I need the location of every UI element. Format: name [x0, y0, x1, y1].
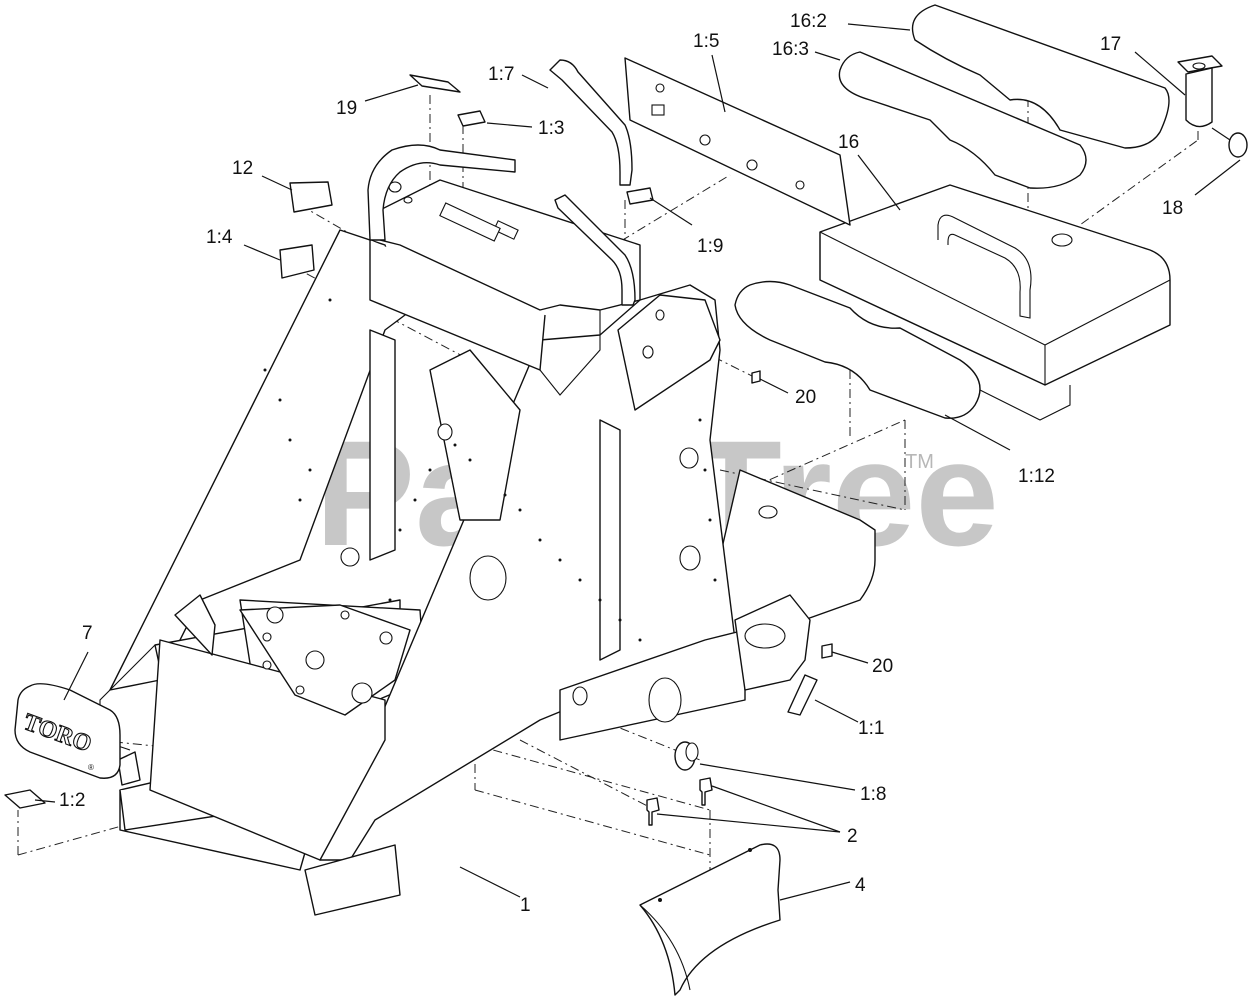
panel-1-5 — [624, 57, 851, 226]
callout-20b: 20 — [872, 656, 893, 677]
decal-12 — [289, 181, 333, 213]
decal-19 — [409, 74, 461, 93]
watermark-trademark: TM — [905, 451, 934, 473]
callout-18: 18 — [1162, 198, 1183, 219]
callout-1-12: 1:12 — [1018, 466, 1055, 487]
callout-4: 4 — [855, 875, 866, 896]
callout-1-5: 1:5 — [693, 31, 719, 52]
callout-1-3: 1:3 — [538, 118, 564, 139]
handle-1-7 — [367, 59, 636, 306]
callout-1-9: 1:9 — [697, 236, 723, 257]
callout-12: 12 — [232, 158, 253, 179]
callout-16-2: 16:2 — [790, 11, 827, 32]
callout-labels: 19 1:7 1:5 16:2 16:3 17 1:3 12 16 18 1:4… — [59, 11, 1183, 916]
decal-1-1 — [787, 674, 818, 716]
callout-1: 1 — [520, 895, 531, 916]
front-plate — [149, 594, 411, 861]
shield-4 — [639, 843, 781, 996]
seat-pad-1-12 — [734, 280, 981, 419]
screw-2a — [699, 777, 713, 806]
seat-body-16 — [819, 184, 1171, 386]
small-parts — [4, 74, 833, 826]
decal-20b — [821, 643, 833, 659]
callout-16-3: 16:3 — [772, 39, 809, 60]
callout-20a: 20 — [795, 387, 816, 408]
callout-1-4: 1:4 — [206, 227, 233, 248]
callout-1-2: 1:2 — [59, 790, 85, 811]
callout-17: 17 — [1100, 34, 1121, 55]
decal-1-9 — [626, 187, 654, 205]
toro-logo-registered: ® — [88, 763, 94, 772]
seat-pad-16-2 — [911, 4, 1170, 149]
top-cross-panel — [369, 179, 641, 396]
decal-1-3 — [457, 110, 486, 127]
callout-7: 7 — [82, 623, 93, 644]
callout-1-1: 1:1 — [858, 718, 884, 739]
decal-1-2 — [4, 789, 46, 809]
toro-logo-7: TORO ® — [14, 683, 121, 779]
decal-1-4 — [279, 244, 315, 279]
callout-1-7: 1:7 — [488, 64, 514, 85]
screw-2b — [646, 797, 660, 826]
clip-18 — [1211, 127, 1248, 158]
leader-lines — [34, 23, 1241, 901]
callout-19: 19 — [336, 98, 357, 119]
callout-16: 16 — [838, 132, 859, 153]
decal-20a — [751, 370, 761, 384]
seat-pad-16-3 — [838, 51, 1087, 189]
pin-17 — [1177, 55, 1223, 128]
seat-assembly — [734, 4, 1171, 421]
callout-1-8: 1:8 — [860, 784, 886, 805]
callout-2: 2 — [847, 826, 858, 847]
